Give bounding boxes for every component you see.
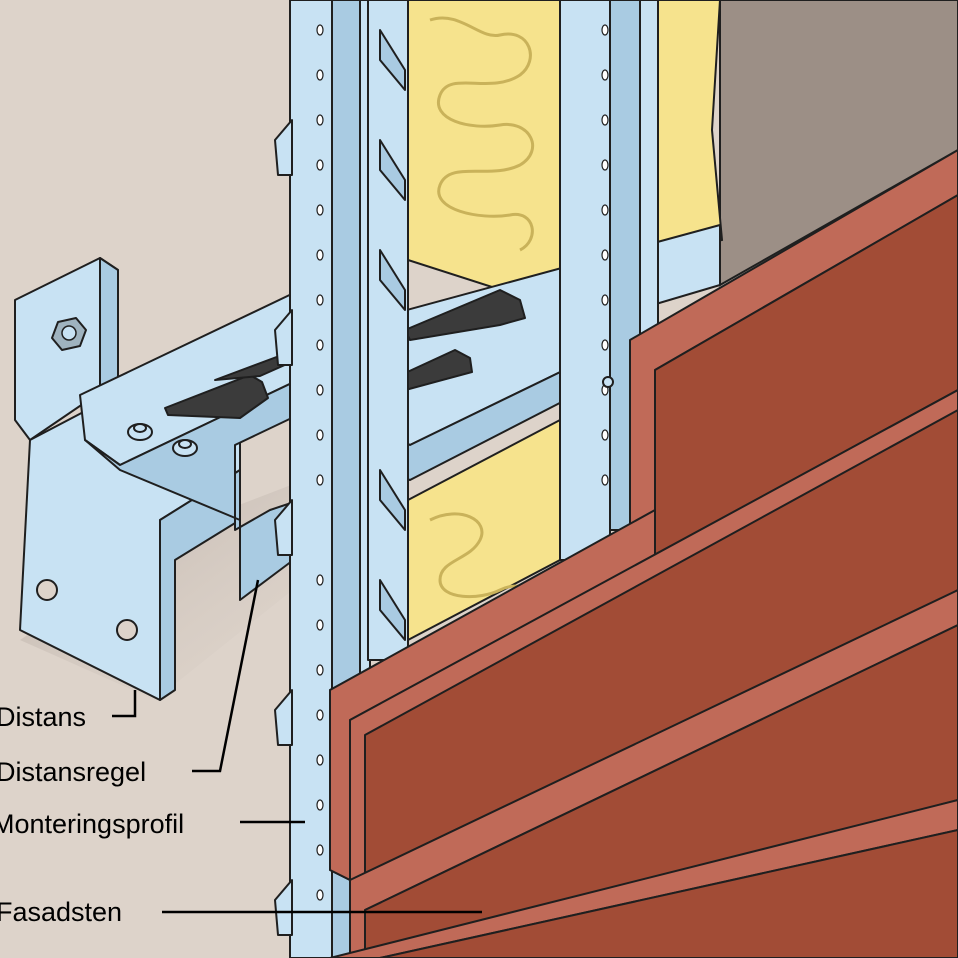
back-wall: [719, 0, 958, 287]
leader-distans: [112, 690, 137, 718]
facade-tiles: [329, 149, 958, 958]
monteringsprofil-middle: [367, 0, 409, 661]
label-distans: Distans: [0, 702, 86, 732]
label-fasadsten: Fasadsten: [0, 897, 122, 927]
label-distansregel: Distansregel: [0, 757, 146, 787]
leader-distansregel: [192, 579, 260, 773]
leader-lines: [112, 579, 482, 914]
label-monteringsprofil: Monteringsprofil: [0, 809, 184, 839]
